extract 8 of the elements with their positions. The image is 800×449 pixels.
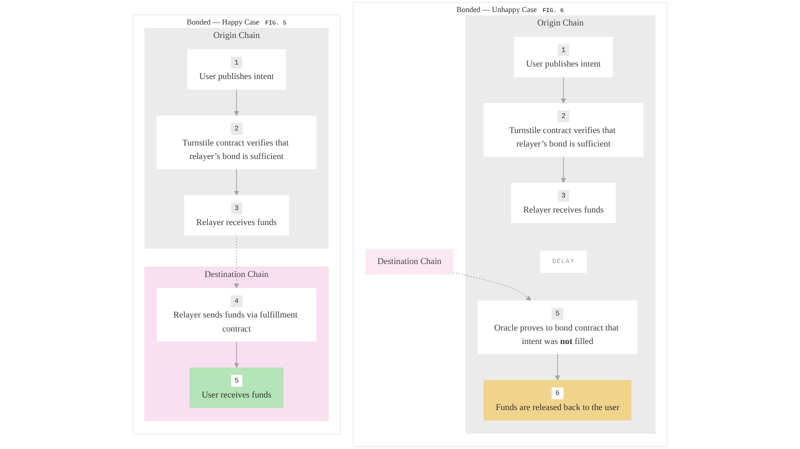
arrow — [234, 234, 240, 289]
arrow — [560, 156, 566, 184]
arrow — [234, 340, 240, 368]
arrow — [554, 353, 560, 381]
arrow — [560, 76, 566, 104]
node-box: Destination Chain — [365, 248, 454, 275]
arrow — [234, 89, 240, 116]
arrow — [234, 168, 240, 196]
